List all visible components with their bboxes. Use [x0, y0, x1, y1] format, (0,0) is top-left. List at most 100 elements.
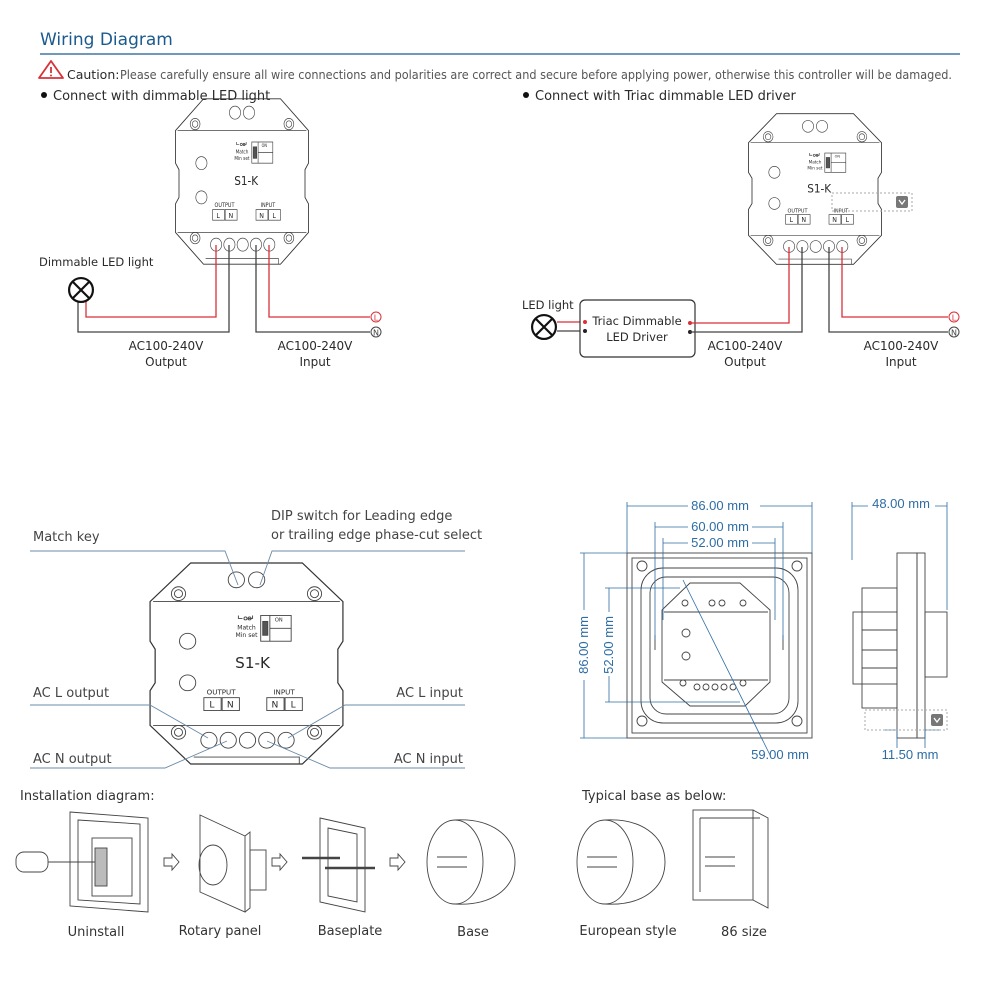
dim-plate-thickness: 11.50 mm: [882, 747, 939, 762]
diagram2-heading: Connect with Triac dimmable LED driver: [535, 89, 796, 104]
device-term-l: L: [209, 701, 214, 711]
caution-label: Caution:: [67, 67, 119, 82]
output-label: Output: [145, 355, 187, 369]
input-label: Input: [885, 355, 916, 369]
dropdown-overlay[interactable]: [864, 709, 948, 731]
device-term-n: N: [228, 211, 233, 220]
chevron-down-icon[interactable]: [931, 714, 943, 726]
dim-depth: 48.00 mm: [872, 496, 930, 511]
device-term-n: N: [227, 701, 234, 711]
output-voltage: AC100-240V: [708, 339, 784, 353]
terminal-l-label: L: [374, 314, 379, 323]
wire-output-n: [690, 247, 803, 333]
dim-height-inner: 52.00 mm: [601, 616, 616, 674]
output-voltage: AC100-240V: [129, 339, 205, 353]
device-term-l: L: [216, 211, 220, 220]
callout-ac-l-output: AC L output: [33, 686, 109, 701]
dim-height-outer: 86.00 mm: [576, 616, 591, 674]
wire-output-l: [690, 247, 790, 324]
device-term-l-in: L: [845, 216, 849, 224]
device-term-l-in: L: [291, 701, 296, 711]
terminal-l-icon: [948, 311, 960, 323]
device-output-label: OUTPUT: [207, 688, 237, 697]
arrow-icon: [163, 852, 180, 872]
base-illustration: [426, 819, 516, 905]
wire-input-l: [841, 247, 948, 318]
input-voltage: AC100-240V: [278, 339, 354, 353]
step-baseplate: Baseplate: [318, 924, 383, 939]
caution-text: Please carefully ensure all wire connect…: [120, 68, 952, 82]
device-term-n-in: N: [272, 701, 279, 711]
led-light-label: LED light: [522, 298, 574, 312]
terminal-n-icon: [370, 326, 382, 338]
callout-leaders: [30, 550, 465, 769]
terminal-l-label: L: [952, 314, 957, 323]
device-input-label: INPUT: [261, 203, 276, 209]
chevron-down-icon[interactable]: [896, 196, 908, 208]
dim-width-inner: 52.00 mm: [691, 535, 749, 550]
callout-match-key: Match key: [33, 530, 100, 545]
dip-on-label: ON: [835, 154, 841, 158]
page-title: Wiring Diagram: [40, 30, 173, 50]
terminal-n-label: N: [373, 329, 379, 338]
dimension-lines: [580, 502, 948, 756]
terminal-l-icon: [370, 311, 382, 323]
driver-label-2: LED Driver: [606, 330, 668, 344]
callout-ac-l-input: AC L input: [396, 686, 463, 701]
match-label: Match: [809, 159, 822, 165]
terminal-n-icon: [948, 326, 960, 338]
device-term-n-in: N: [832, 216, 837, 224]
base-european: European style: [579, 924, 676, 939]
callout-ac-n-output: AC N output: [33, 752, 112, 767]
step-uninstall: Uninstall: [68, 925, 125, 940]
front-view-drawing: [626, 552, 813, 739]
dropdown-overlay[interactable]: [831, 192, 913, 212]
wire-input-n: [255, 245, 370, 333]
callout-dip-2: or trailing edge phase-cut select: [271, 528, 482, 543]
installation-heading: Installation diagram:: [20, 789, 155, 804]
wire-input-l: [268, 245, 370, 318]
bullet-icon: [523, 92, 529, 98]
device-term-l: L: [789, 216, 793, 224]
dimmable-led-label: Dimmable LED light: [39, 255, 154, 269]
device-term-l-in: L: [272, 211, 276, 220]
callout-ac-n-input: AC N input: [394, 752, 463, 767]
input-voltage: AC100-240V: [864, 339, 940, 353]
device-model: S1-K: [235, 654, 271, 672]
device-model: S1-K: [807, 182, 832, 195]
callout-dip-1: DIP switch for Leading edge: [271, 509, 452, 524]
base-86: 86 size: [721, 925, 767, 940]
86-box-base-illustration: [692, 809, 769, 909]
caution-icon: [38, 60, 64, 79]
european-base-illustration: [576, 819, 666, 905]
lamp-icon: [531, 314, 557, 340]
diagram1-heading: Connect with dimmable LED light: [53, 89, 270, 104]
uninstall-illustration: [15, 811, 149, 913]
dim-width-mid: 60.00 mm: [691, 519, 749, 534]
arrow-icon: [389, 852, 406, 872]
device-input-label: INPUT: [273, 688, 295, 697]
dip-on-label: ON: [275, 617, 283, 623]
device-output-label: OUTPUT: [788, 208, 809, 214]
device-model: S1-K: [234, 173, 258, 188]
baseplate-illustration: [302, 817, 375, 913]
bases-heading: Typical base as below:: [581, 789, 726, 804]
dim-width-outer: 86.00 mm: [691, 498, 749, 513]
step-rotary-panel: Rotary panel: [179, 924, 262, 939]
min-set-label: Min set: [807, 165, 822, 171]
terminal-n-label: N: [951, 329, 957, 338]
match-label: Match: [236, 149, 249, 155]
input-label: Input: [299, 355, 330, 369]
arrow-icon: [271, 852, 288, 872]
device-term-n-in: N: [259, 211, 264, 220]
min-set-label: Min set: [234, 156, 249, 162]
dim-diagonal: 59.00 mm: [751, 747, 809, 762]
wire-output-l: [85, 245, 217, 318]
device-term-n: N: [801, 216, 806, 224]
wire-output-n: [77, 245, 230, 333]
device-output-label: OUTPUT: [215, 203, 236, 209]
device-callout-labels: S1-K OUTPUT INPUT L N N L ON Match Min s…: [207, 617, 296, 710]
triac-driver-box: [579, 299, 696, 358]
match-label: Match: [237, 624, 256, 631]
